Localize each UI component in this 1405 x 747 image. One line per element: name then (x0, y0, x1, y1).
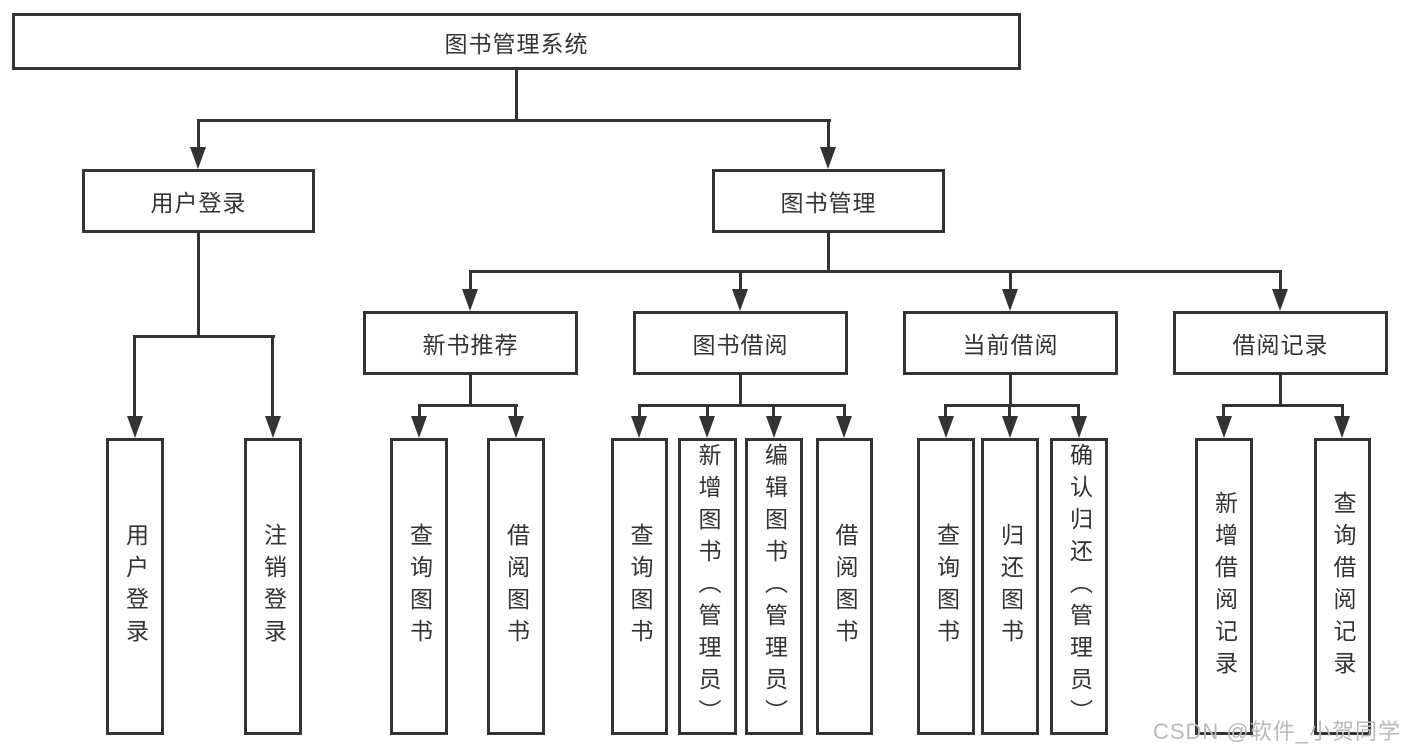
connector-stem (1279, 375, 1282, 406)
connector-drop (197, 119, 200, 147)
node-label: 图书借阅 (692, 332, 789, 358)
node-edit-books-admin: 编辑图书（管理员） (745, 438, 803, 735)
node-label: 新书推荐 (422, 332, 519, 358)
node-label: 查询借阅记录 (1330, 490, 1356, 683)
node-label: 注销登录 (260, 522, 287, 651)
connector-bar (133, 335, 275, 338)
connector-root-stem (515, 70, 518, 121)
arrowhead-down-icon (631, 416, 647, 438)
node-borrowing-records: 借阅记录 (1173, 311, 1388, 375)
node-query-books-recommend: 查询图书 (390, 438, 448, 735)
node-label: 用户登录 (150, 190, 247, 216)
arrowhead-down-icon (699, 416, 715, 438)
node-add-borrow-record: 新增借阅记录 (1195, 438, 1253, 735)
connector-stem (197, 233, 200, 337)
connector-drop (1008, 405, 1011, 417)
node-query-books-current: 查询图书 (917, 438, 975, 735)
node-library-management-system: 图书管理系统 (12, 13, 1021, 70)
arrowhead-down-icon (1002, 416, 1018, 438)
arrowhead-down-icon (1002, 289, 1018, 311)
watermark: CSDN @软件_小贺同学 (1152, 719, 1401, 744)
node-user-login: 用户登录 (106, 438, 164, 735)
connector-drop (469, 272, 472, 290)
arrowhead-down-icon (938, 416, 954, 438)
connector-drop (739, 272, 742, 290)
connector-drop (514, 405, 517, 417)
node-label: 图书管理 (780, 190, 877, 216)
connector-drop (1222, 405, 1225, 417)
connector-bar (1222, 404, 1344, 407)
node-label: 用户登录 (122, 522, 149, 651)
connector-stem (827, 233, 830, 273)
node-label: 查询图书 (627, 522, 653, 651)
node-label: 归还图书 (997, 522, 1024, 651)
connector-drop (638, 405, 641, 417)
connector-drop (843, 405, 846, 417)
connector-drop (133, 336, 136, 416)
node-label: 当前借阅 (962, 332, 1059, 358)
arrowhead-down-icon (732, 289, 748, 311)
node-label: 编辑图书（管理员） (761, 442, 788, 731)
arrowhead-down-icon (820, 147, 836, 169)
node-book-borrowing: 图书借阅 (633, 311, 848, 375)
arrowhead-down-icon (1071, 416, 1087, 438)
arrowhead-down-icon (1216, 416, 1232, 438)
node-label: 查询图书 (406, 522, 433, 651)
connector-drop (1279, 272, 1282, 290)
connector-bar (418, 404, 518, 407)
arrowhead-down-icon (462, 289, 478, 311)
connector-bar (638, 404, 846, 407)
node-confirm-return-admin: 确认归还（管理员） (1050, 438, 1108, 735)
node-label: 新增借阅记录 (1211, 490, 1238, 683)
node-book-management: 图书管理 (712, 169, 945, 233)
connector-stem (1009, 375, 1012, 406)
connector-bar (944, 404, 1080, 407)
arrowhead-down-icon (766, 416, 782, 438)
connector-drop (1009, 272, 1012, 290)
node-current-borrowing: 当前借阅 (903, 311, 1118, 375)
connector-stem (739, 375, 742, 406)
arrowhead-down-icon (127, 416, 143, 438)
arrowhead-down-icon (411, 416, 427, 438)
node-add-books-admin: 新增图书（管理员） (678, 438, 737, 735)
connector-drop (706, 405, 709, 417)
arrowhead-down-icon (265, 416, 281, 438)
connector-drop (418, 405, 421, 417)
node-label: 查询图书 (933, 522, 960, 651)
node-return-books: 归还图书 (981, 438, 1039, 735)
node-label: 新增图书（管理员） (695, 442, 721, 731)
connector-root-bar (197, 119, 831, 122)
node-user-login-branch: 用户登录 (82, 169, 315, 233)
node-label: 借阅记录 (1232, 332, 1329, 358)
node-label: 图书管理系统 (444, 30, 589, 57)
connector-drop (1077, 405, 1080, 417)
arrowhead-down-icon (508, 416, 524, 438)
connector-drop (1341, 405, 1344, 417)
arrowhead-down-icon (190, 147, 206, 169)
node-borrow-books-borrowing: 借阅图书 (816, 438, 873, 735)
node-label: 借阅图书 (832, 522, 858, 651)
arrowhead-down-icon (836, 416, 852, 438)
node-borrow-books-recommend: 借阅图书 (487, 438, 545, 735)
connector-drop (944, 405, 947, 417)
node-new-book-recommendation: 新书推荐 (363, 311, 578, 375)
connector-drop (271, 336, 274, 416)
node-label: 确认归还（管理员） (1066, 442, 1093, 731)
connector-drop (772, 405, 775, 417)
arrowhead-down-icon (1334, 416, 1350, 438)
node-query-borrow-record: 查询借阅记录 (1314, 438, 1371, 735)
connector-drop (827, 119, 830, 147)
connector-stem (469, 375, 472, 406)
arrowhead-down-icon (1272, 289, 1288, 311)
node-label: 借阅图书 (503, 522, 530, 651)
connector-bar (469, 270, 1282, 273)
node-logout-login: 注销登录 (244, 438, 302, 735)
node-query-books-borrowing: 查询图书 (611, 438, 668, 735)
